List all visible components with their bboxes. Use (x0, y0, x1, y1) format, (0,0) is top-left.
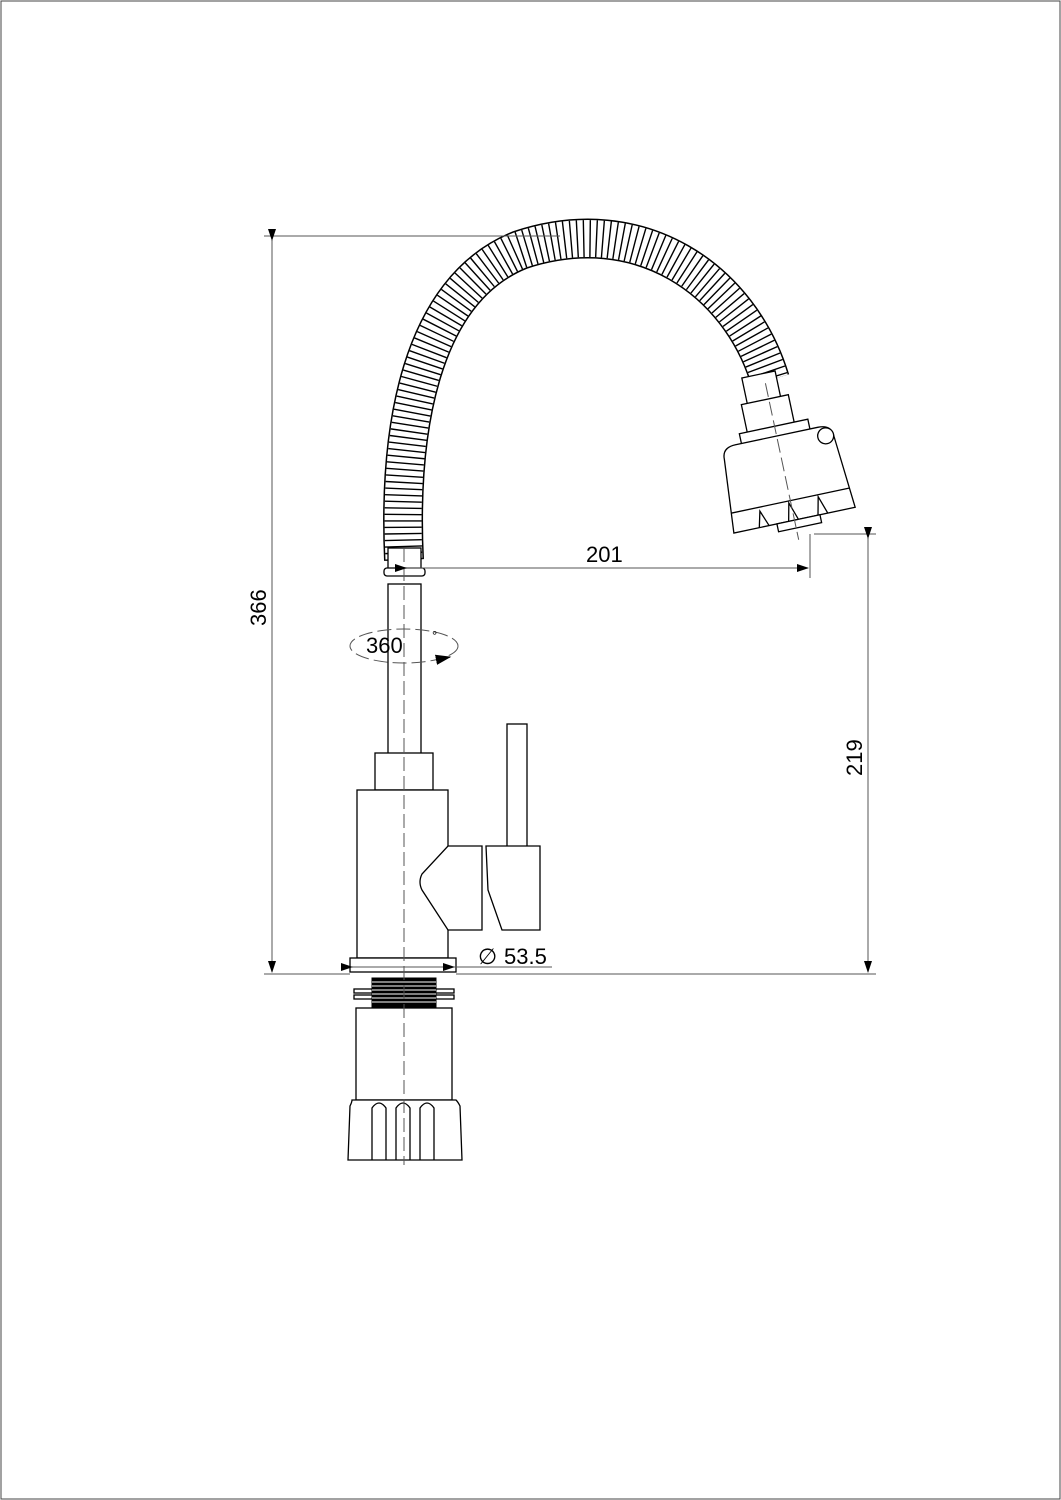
spray-head (723, 370, 856, 540)
dimension-base-diameter: ∅ 53.5 (341, 944, 552, 971)
dimension-total-height: 366 (246, 229, 560, 975)
faucet-body (349, 723, 541, 973)
reach-label: 201 (586, 542, 623, 567)
dimension-spout-height: 219 (456, 527, 876, 975)
base-fitting (347, 977, 463, 1161)
diameter-label: 53.5 (504, 944, 547, 969)
rotation-indicator: 360 ° (349, 628, 459, 665)
diameter-symbol: ∅ (478, 944, 497, 969)
flexible-hose (383, 218, 790, 561)
total-height-label: 366 (246, 589, 271, 626)
rotation-label: 360 (366, 633, 403, 658)
spout-height-label: 219 (842, 739, 867, 776)
lever-handle (506, 723, 528, 849)
rotation-unit: ° (432, 628, 437, 643)
dimension-reach: 201 (395, 534, 811, 578)
